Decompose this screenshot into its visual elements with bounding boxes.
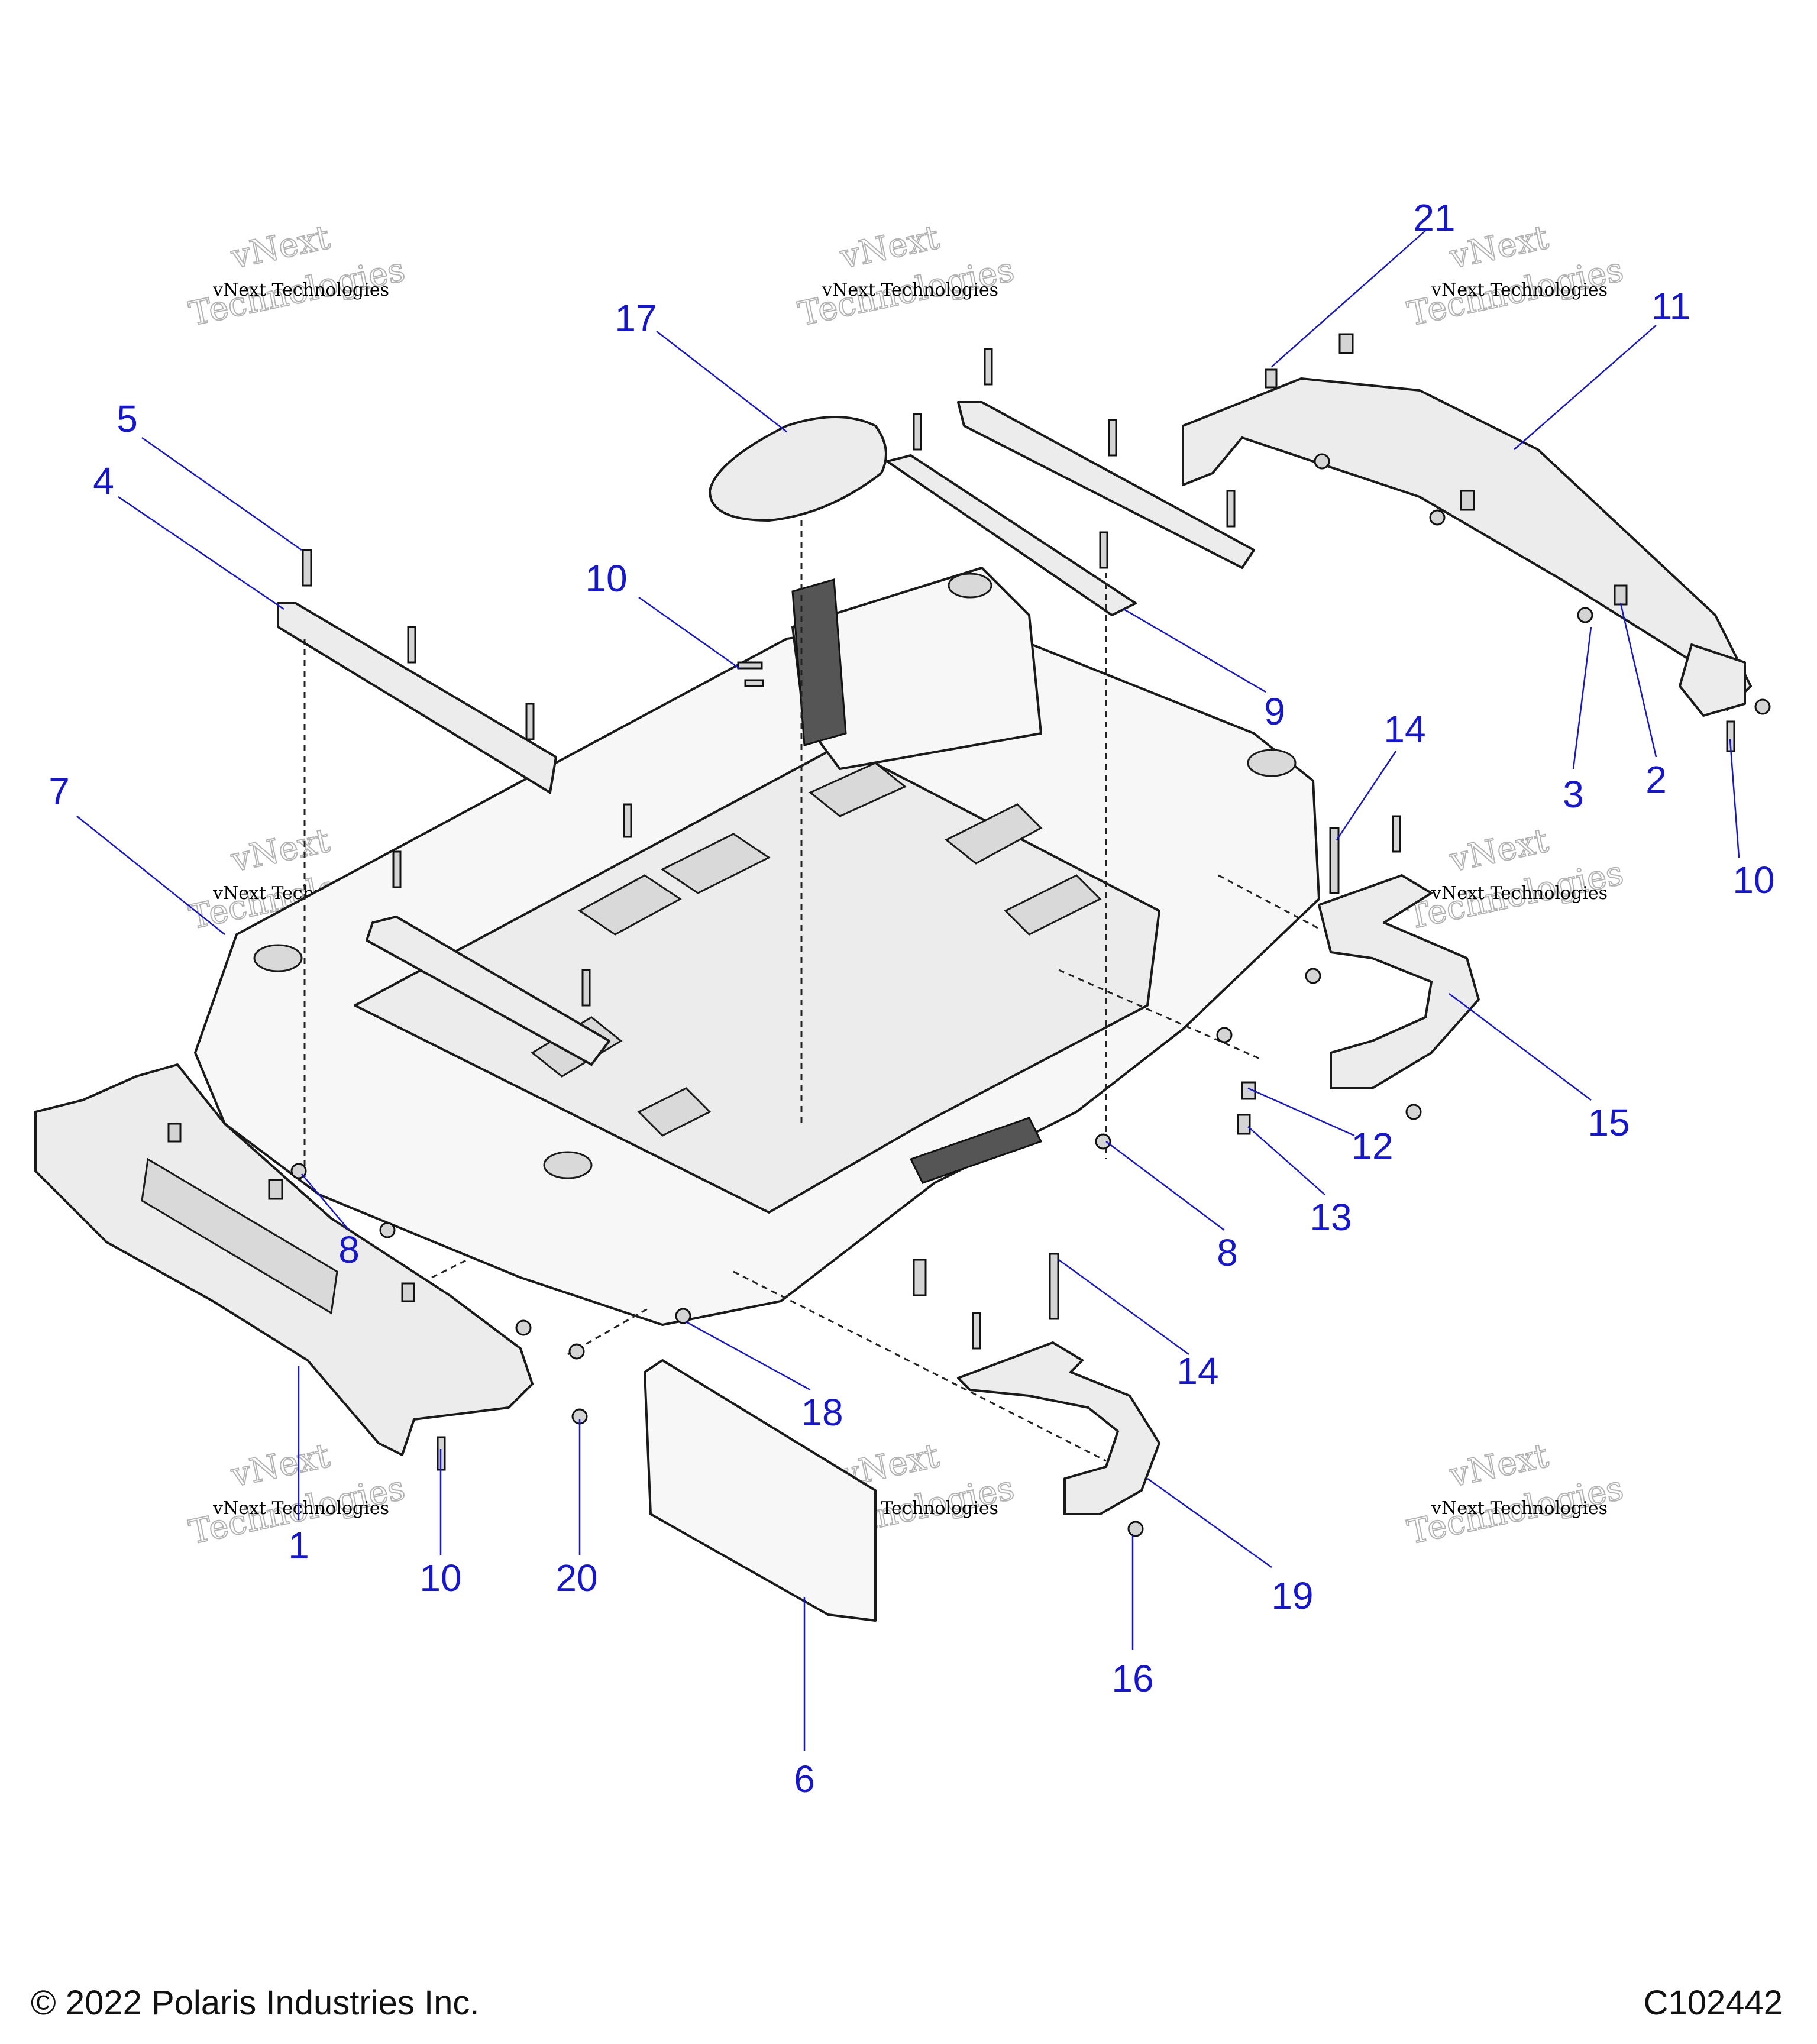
bolt-icon [984,348,993,386]
clip-icon [913,1259,927,1296]
callout-15: 15 [1588,1101,1630,1144]
callout-13: 13 [1310,1196,1352,1238]
callouts: 21 11 17 5 4 10 9 14 3 2 10 7 15 12 13 8… [49,196,1774,1800]
callout-2: 2 [1645,758,1667,801]
stake-pocket-left-rear [253,944,303,972]
callout-3: 3 [1563,773,1584,816]
clip-icon [744,679,764,687]
callout-12: 12 [1351,1125,1393,1167]
svg-text:vNext Technologies: vNext Technologies [822,280,998,300]
bolt-icon [913,413,922,451]
bolt-icon [1392,815,1401,853]
nut-icon [1095,1133,1111,1150]
callout-9: 9 [1264,690,1285,733]
nut-icon [515,1319,532,1336]
handle-part-19 [957,1341,1160,1515]
watermark-top-center: vNext Technologies vNext Technologies [794,218,1018,335]
callout-21: 21 [1413,196,1455,239]
callout-10: 10 [419,1557,461,1599]
copyright-notice: © 2022 Polaris Industries Inc. [31,1984,480,2022]
nut-icon [1314,453,1330,470]
callout-14: 14 [1383,708,1425,751]
clip-icon [167,1123,182,1143]
callout-16: 16 [1111,1657,1153,1700]
svg-text:vNext Technologies: vNext Technologies [1431,280,1608,300]
nut-icon [1127,1521,1144,1537]
nut-icon [1429,509,1446,526]
clip-icon [1614,584,1628,606]
svg-text:vNext Technologies: vNext Technologies [212,1498,389,1519]
nut-icon [1405,1104,1422,1120]
bolt-icon [972,1312,981,1350]
bumper-part-11-end [1679,643,1746,717]
bolt-icon [407,626,416,664]
clip-icon [401,1282,415,1302]
nut-icon [675,1308,691,1324]
callout-7: 7 [49,770,70,813]
callout-1: 1 [288,1524,309,1567]
clip-icon [268,1179,283,1200]
callout-8: 8 [1217,1231,1238,1274]
nut-icon [1216,1027,1233,1043]
callout-17: 17 [615,297,657,339]
callout-18: 18 [801,1391,843,1434]
nut-icon [379,1222,396,1238]
callout-4: 4 [93,460,114,502]
bolt-icon [1226,490,1236,528]
bolt-icon [581,969,591,1007]
callout-20: 20 [555,1557,597,1599]
nut-icon [1754,698,1771,715]
bolt-icon [392,850,402,888]
bolt-icon [737,661,763,670]
mud-flap-part-6 [644,1359,877,1622]
svg-text:vNext Technologies: vNext Technologies [212,280,389,300]
leader-lines [76,230,1740,1751]
handle-part-15 [1318,874,1480,1089]
watermark-bottom-right: vNext Technologies vNext Technologies [1404,1436,1627,1553]
callout-14: 14 [1176,1350,1218,1392]
bumper-part-11 [1182,377,1752,711]
bolt-icon [1329,827,1340,894]
svg-text:vNext Technologies: vNext Technologies [1431,883,1608,904]
clip-icon [1338,333,1354,354]
rail-part-9 [886,454,1137,616]
stake-pocket-left-front [543,1151,593,1179]
nut-icon [568,1343,585,1360]
callout-10: 10 [585,557,627,600]
bolt-icon [623,803,632,838]
bolt-icon [302,549,312,587]
callout-6: 6 [794,1758,815,1800]
svg-text:vNext Technologies: vNext Technologies [1431,1498,1608,1519]
fasteners [167,333,1771,1537]
clip-icon [1237,1114,1251,1135]
bolt-icon [525,703,535,740]
cargo-box-part-7 [194,567,1320,1326]
nut-icon [1305,968,1321,984]
drawing-id: C102442 [1643,1984,1783,2022]
watermark-top-left: vNext Technologies vNext Technologies [185,218,409,335]
rail-top-right [957,401,1255,569]
clip-icon [1460,490,1475,511]
callout-19: 19 [1271,1574,1313,1617]
callout-10: 10 [1732,859,1774,901]
callout-8: 8 [338,1228,360,1271]
rail-part-7-bracket [366,916,610,1066]
bolt-icon [1099,531,1108,569]
stake-pocket-right-front [948,573,992,599]
stake-pocket-right-rear [1247,749,1297,777]
callout-5: 5 [117,397,138,440]
cover-part-17 [709,416,887,522]
callout-11: 11 [1651,285,1690,328]
bolt-icon [1049,1253,1059,1320]
rail-part-4 [277,602,557,794]
clip-icon [1265,368,1278,389]
bolt-icon [1108,419,1117,457]
nut-icon [1577,607,1593,623]
watermark-mid-right: vNext Technologies vNext Technologies [1404,821,1627,938]
